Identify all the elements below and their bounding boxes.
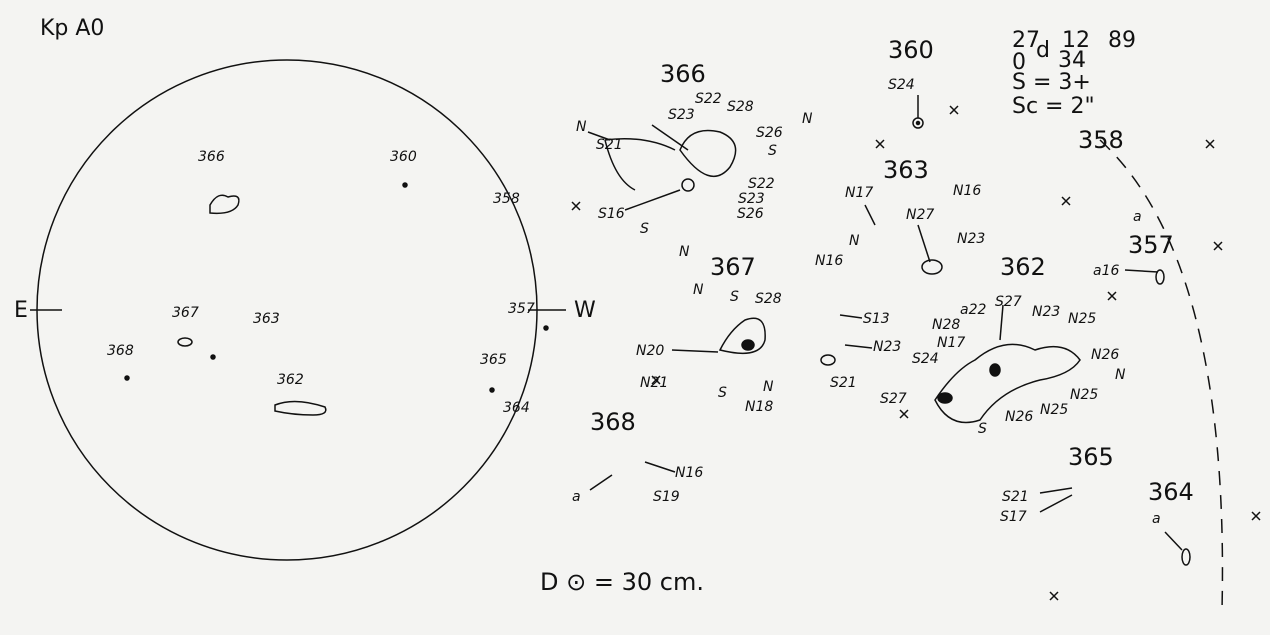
obs-day-unit: d xyxy=(1036,38,1050,63)
spot-label: N16 xyxy=(953,183,982,199)
spot-label: N25 xyxy=(1070,387,1099,403)
group-number: 366 xyxy=(660,60,706,88)
spot-label: N21 xyxy=(640,375,669,391)
spot-label: S xyxy=(730,289,739,305)
disk-group-label: 368 xyxy=(107,343,134,359)
spot-label: N xyxy=(576,119,587,135)
group-number: 364 xyxy=(1148,478,1194,506)
spot-label: S xyxy=(718,385,727,401)
spot-label: N27 xyxy=(906,207,935,223)
spot-label: N26 xyxy=(1091,347,1120,363)
spot-label: S19 xyxy=(653,489,680,505)
obs-day: 27 xyxy=(1012,28,1040,53)
spot-label: N25 xyxy=(1068,311,1097,327)
spot-label: S13 xyxy=(863,311,890,327)
spot-label: S26 xyxy=(756,125,783,141)
spot-label: N28 xyxy=(932,317,961,333)
disk-spots xyxy=(124,182,549,416)
spot-label: S27 xyxy=(880,391,907,407)
spot-label: S xyxy=(640,221,649,237)
group-number: 358 xyxy=(1078,126,1124,154)
group-number: 368 xyxy=(590,408,636,436)
group-number: 360 xyxy=(888,36,934,64)
spot-label: a22 xyxy=(960,302,987,318)
obs-minute: 34 xyxy=(1058,48,1086,73)
spot-label: S27 xyxy=(995,294,1022,310)
spot-label: S21 xyxy=(1002,489,1029,505)
spot-label: N23 xyxy=(1032,304,1061,320)
disk-group-label: 357 xyxy=(508,301,535,317)
spot-label: N18 xyxy=(745,399,774,415)
group-number: 363 xyxy=(883,156,929,184)
obs-month: 12 xyxy=(1062,28,1090,53)
disk-group-label: 360 xyxy=(390,149,417,165)
group-number: 357 xyxy=(1128,231,1174,259)
spot-label: N20 xyxy=(636,343,665,359)
spot-label: a16 xyxy=(1093,263,1120,279)
obs-year: 89 xyxy=(1108,28,1136,53)
fiducial-crosses xyxy=(571,105,1261,601)
disk-group-label: 364 xyxy=(503,400,530,416)
spot-label: S16 xyxy=(598,206,625,222)
spot-label: S xyxy=(978,421,987,437)
disk-diameter-note: D ⊙ = 30 cm. xyxy=(540,568,704,596)
spot-label: N xyxy=(693,282,704,298)
spot-label: N xyxy=(763,379,774,395)
spot-label: N xyxy=(849,233,860,249)
spot-label: N xyxy=(679,244,690,260)
solar-disk xyxy=(36,59,538,561)
spot-label: S21 xyxy=(596,137,623,153)
limb-arc xyxy=(1099,139,1224,611)
spot-label: N17 xyxy=(937,335,966,351)
spot-label: N17 xyxy=(845,185,874,201)
obs-scintillation: Sc = 2" xyxy=(1012,94,1095,119)
obs-seeing: S = 3+ xyxy=(1012,70,1091,95)
spot-label: S22 xyxy=(695,91,722,107)
disk-group-label: 366 xyxy=(198,149,225,165)
east-label: E xyxy=(14,298,28,323)
spot-label: N26 xyxy=(1005,409,1034,425)
spot-label: a xyxy=(1133,209,1142,225)
spot-label: a xyxy=(1152,511,1161,527)
spot-label: N23 xyxy=(873,339,902,355)
detail-spots xyxy=(604,117,1191,566)
spot-label: S xyxy=(768,143,777,159)
spot-label: S22 xyxy=(748,176,775,192)
spot-label: a xyxy=(572,489,581,505)
obs-hour: 0 xyxy=(1012,50,1026,75)
disk-group-label: 367 xyxy=(172,305,199,321)
group-number: 365 xyxy=(1068,443,1114,471)
group-number: 362 xyxy=(1000,253,1046,281)
west-label: W xyxy=(574,298,596,323)
spot-label: S28 xyxy=(755,291,782,307)
spot-label: S28 xyxy=(727,99,754,115)
spot-label: S23 xyxy=(738,191,765,207)
disk-group-label: 363 xyxy=(253,311,280,327)
spot-label: N xyxy=(1115,367,1126,383)
spot-label: N23 xyxy=(957,231,986,247)
station-label: Kp A0 xyxy=(40,16,105,41)
disk-group-label: 358 xyxy=(493,191,520,207)
spot-label: N xyxy=(802,111,813,127)
group-number: 367 xyxy=(710,253,756,281)
spot-label: S24 xyxy=(888,77,915,93)
spot-label: S23 xyxy=(668,107,695,123)
spot-label: S26 xyxy=(737,206,764,222)
pointer-lines xyxy=(587,95,1183,551)
spot-label: N25 xyxy=(1040,402,1069,418)
spot-label: S21 xyxy=(830,375,857,391)
spot-label: N16 xyxy=(815,253,844,269)
disk-group-label: 362 xyxy=(277,372,304,388)
spot-label: S17 xyxy=(1000,509,1027,525)
spot-label: S24 xyxy=(912,351,939,367)
disk-group-label: 365 xyxy=(480,352,507,368)
spot-label: N16 xyxy=(675,465,704,481)
